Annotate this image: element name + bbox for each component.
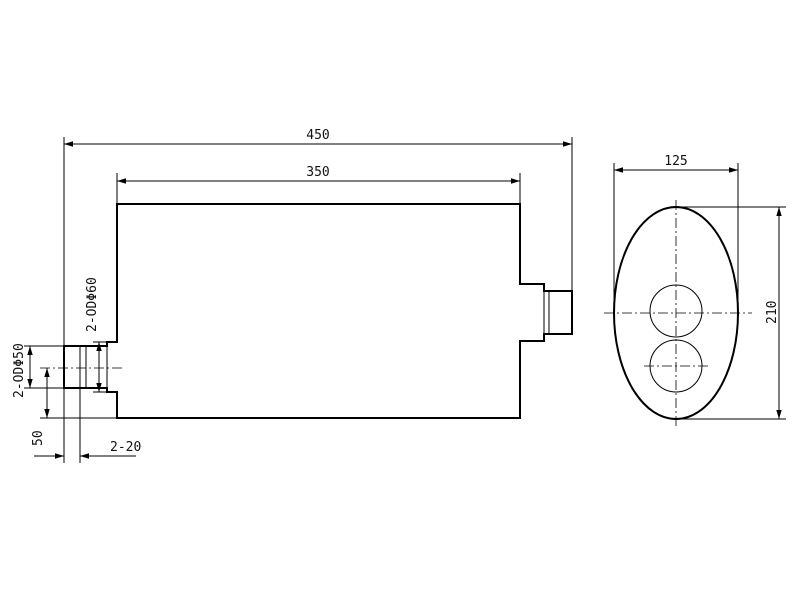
dimension-label-od60: 2-ODΦ60 bbox=[85, 277, 100, 332]
upper-pipe-hole bbox=[649, 284, 703, 338]
dimension-label-350: 350 bbox=[306, 165, 329, 180]
dimension-label-450: 450 bbox=[306, 128, 329, 143]
end-view: 125 210 bbox=[604, 154, 786, 426]
side-view: 450 350 2-ODΦ60 2-ODΦ50 50 2-20 bbox=[12, 128, 573, 463]
dimension-label-od50: 2-ODΦ50 bbox=[12, 343, 27, 398]
dimension-label-210: 210 bbox=[765, 301, 780, 324]
dimension-label-125: 125 bbox=[664, 154, 687, 169]
dimension-label-pipe-length: 2-20 bbox=[110, 440, 141, 455]
dimension-label-50: 50 bbox=[31, 430, 46, 446]
muffler-body-outline bbox=[63, 203, 573, 419]
